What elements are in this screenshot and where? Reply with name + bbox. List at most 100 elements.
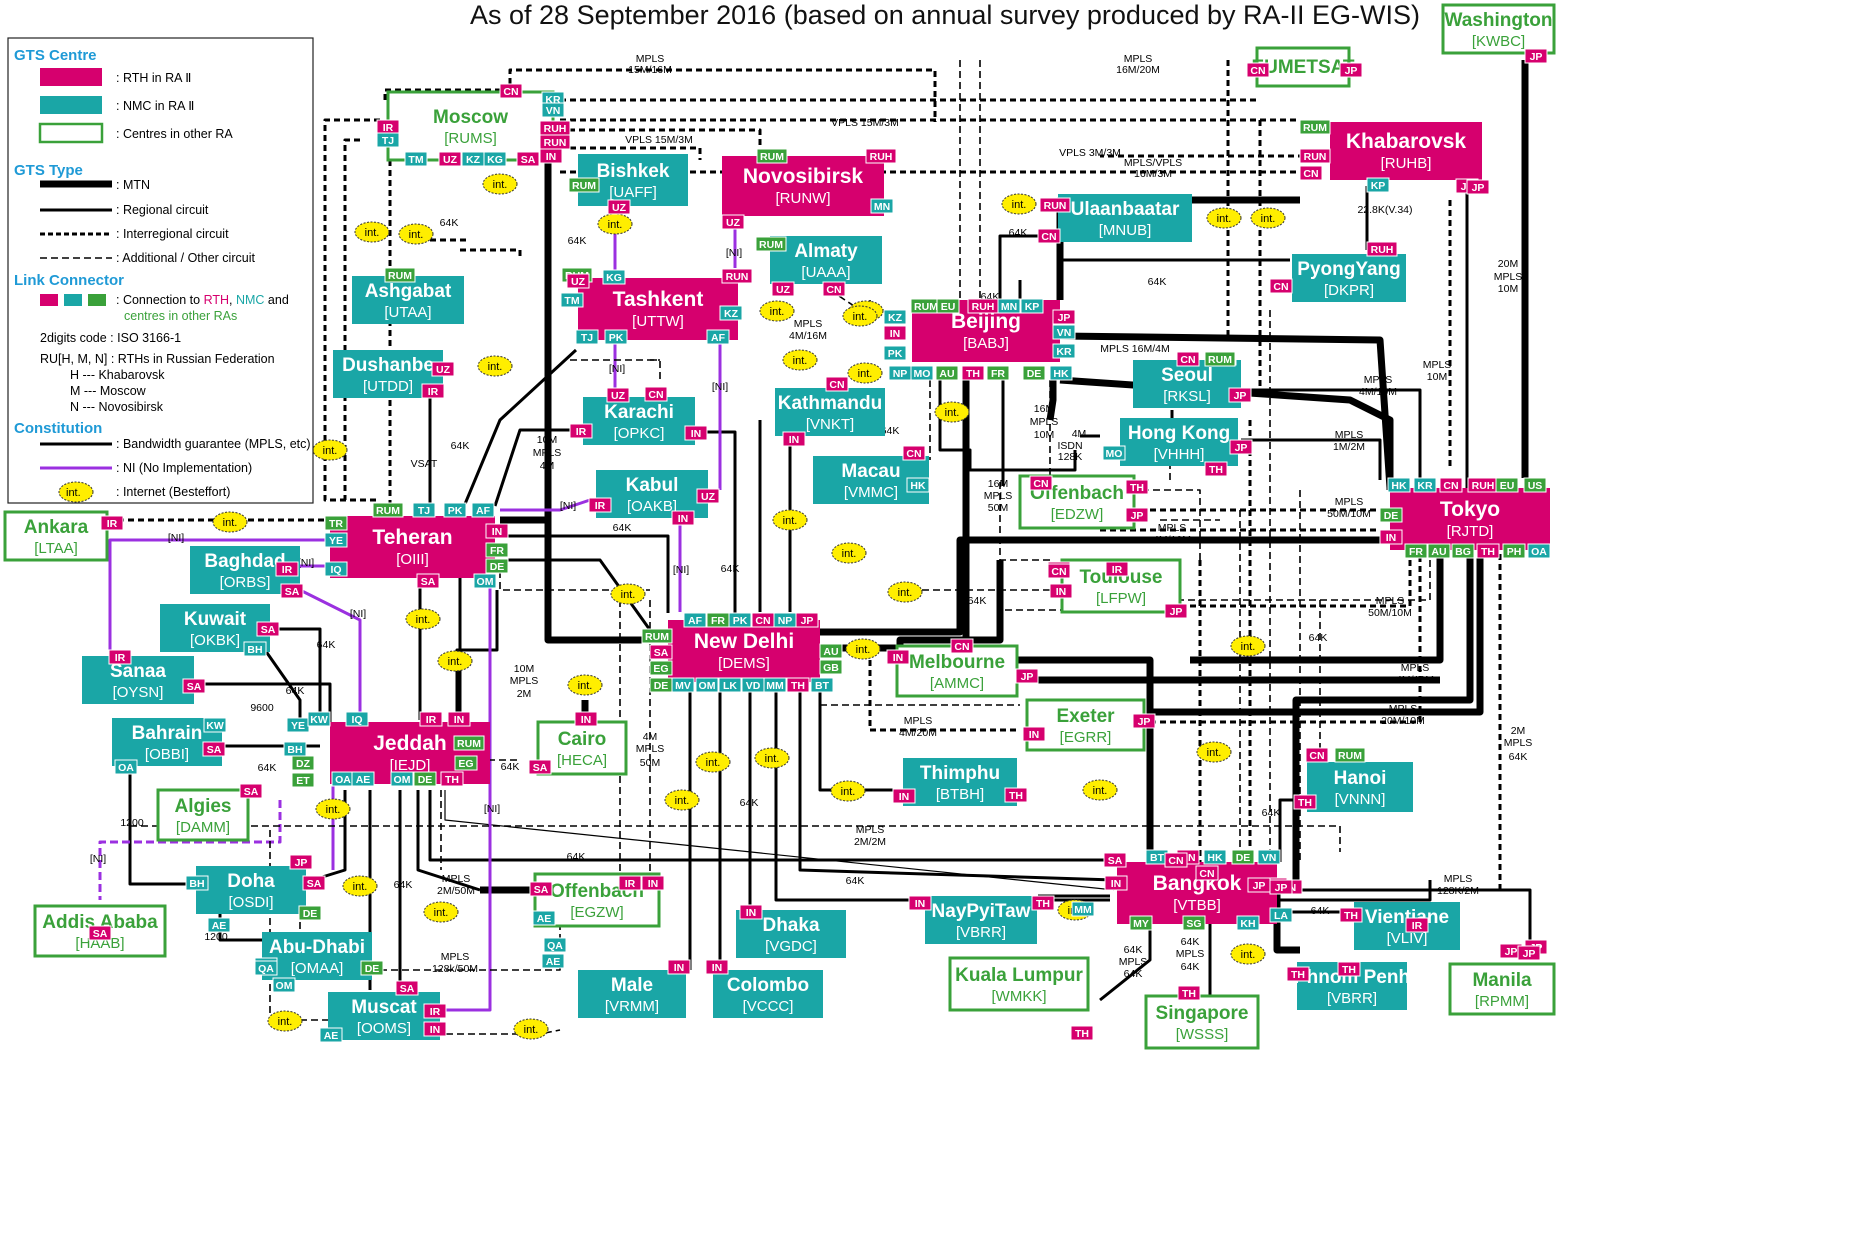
- centre-box: [1441, 3, 1556, 55]
- link-connector: TH: [1286, 966, 1310, 982]
- connector-code: UZ: [611, 390, 626, 402]
- cloud-shape: [315, 798, 351, 820]
- connector-box: [604, 329, 628, 345]
- link-connector: IR: [588, 497, 612, 513]
- cloud-label: int.: [409, 229, 424, 241]
- circuit-line: [416, 790, 481, 892]
- link-connector: IN: [539, 148, 563, 164]
- circuit-line: [560, 146, 702, 160]
- connector-box: [541, 953, 565, 969]
- centre-newdelhi: New Delhi[DEMS]: [668, 620, 820, 682]
- link-connector: SA: [88, 925, 112, 941]
- connector-box: [203, 717, 227, 733]
- link-connector: RUM: [453, 735, 485, 751]
- centre-name: Ashgabat: [365, 281, 452, 302]
- centre-kathmandu: Kathmandu[VNKT]: [775, 388, 885, 436]
- link-connector: IN: [641, 875, 665, 891]
- centre-code: [VCCC]: [743, 998, 794, 1015]
- connector-box: [892, 788, 916, 804]
- circuit-line: [1180, 556, 1412, 608]
- connector-box: [324, 532, 348, 548]
- connector-code: IR: [576, 426, 587, 438]
- link-connector: AU: [935, 365, 959, 381]
- link-connector: CN: [1037, 228, 1061, 244]
- connector-code: IR: [1412, 920, 1423, 932]
- circuit-line: [1292, 552, 1474, 880]
- connector-code: SG: [1186, 918, 1201, 930]
- legend-other-swatch: [38, 122, 104, 144]
- connector-code: IN: [581, 714, 592, 726]
- connector-box: [319, 1027, 343, 1043]
- centre-almaty: Almaty[UAAA]: [770, 236, 882, 284]
- link-connector: SG: [1182, 915, 1206, 931]
- connector-code: YE: [291, 720, 305, 732]
- link-label: 64K: [1009, 227, 1028, 239]
- connector-code: DE: [365, 963, 380, 975]
- link-connector: RUM: [910, 298, 942, 314]
- centre-code: [HAAB]: [75, 935, 124, 952]
- link-label: VPLS 15M/3M: [831, 117, 899, 129]
- centre-name: Doha: [227, 871, 275, 892]
- connector-code: CN: [1168, 855, 1183, 867]
- connector-code: IR: [595, 500, 606, 512]
- centre-name: Muscat: [351, 997, 417, 1018]
- internet-cloud-icon: int.: [887, 581, 923, 603]
- connector-code: PH: [1507, 546, 1522, 558]
- link-connector: AE: [351, 771, 375, 787]
- connector-code: DE: [303, 908, 318, 920]
- connector-box: [870, 198, 894, 214]
- link-connector: RUH: [865, 148, 897, 164]
- centre-singapore: Singapore[WSSS]: [1144, 994, 1260, 1050]
- link-connector: CN: [1269, 278, 1293, 294]
- connector-box: [865, 148, 897, 164]
- connector-box: [372, 502, 404, 518]
- cloud-label: int.: [1241, 949, 1256, 961]
- cloud-shape: [405, 608, 441, 630]
- connector-box: [683, 612, 707, 628]
- connector-code: SA: [400, 983, 415, 995]
- link-label: MPLS: [1158, 522, 1187, 534]
- link-label: MPLS 16M/4M: [1100, 343, 1169, 355]
- connector-code: IR: [430, 1006, 441, 1018]
- internet-cloud-icon: int.: [405, 608, 441, 630]
- centre-code: [BTBH]: [936, 786, 984, 803]
- link-label: 10M: [1498, 283, 1518, 295]
- connector-box: [671, 677, 695, 693]
- link-label: 15M/16M: [628, 64, 672, 76]
- centre-ankara: Ankara[LTAA]: [3, 510, 109, 562]
- connector-code: RUM: [760, 151, 784, 163]
- cloud-shape: [1196, 741, 1232, 763]
- connector-code: AE: [537, 913, 552, 925]
- link-connector: RUN: [1039, 197, 1071, 213]
- connector-code: IN: [546, 151, 557, 163]
- link-label: 64K: [1181, 936, 1200, 948]
- connector-code: MM: [766, 680, 784, 692]
- link-label: 16M/3M: [1134, 168, 1172, 180]
- circuit-line: [818, 688, 900, 792]
- link-connector: TJ: [412, 502, 436, 518]
- connector-box: [1439, 477, 1463, 493]
- legend-internet-cloud-icon: [58, 481, 94, 503]
- cloud-shape: [482, 173, 518, 195]
- connector-box: [1517, 945, 1541, 961]
- centre-name: Bahrain: [132, 723, 203, 744]
- link-label: MPLS: [1030, 416, 1059, 428]
- connector-box: [114, 759, 138, 775]
- centre-code: [DKPR]: [1324, 282, 1374, 299]
- connector-box: [1004, 787, 1028, 803]
- connector-box: [1204, 351, 1236, 367]
- connector-code: SA: [654, 647, 669, 659]
- centre-name: Teheran: [372, 526, 452, 549]
- connector-code: IR: [625, 878, 636, 890]
- centre-box: [1058, 194, 1192, 242]
- connector-code: JP: [295, 857, 308, 869]
- connector-code: JP: [1170, 606, 1183, 618]
- link-connector: OM: [695, 677, 719, 693]
- connector-box: [1293, 794, 1317, 810]
- link-label: 128k/50M: [432, 963, 478, 975]
- cloud-label: int.: [841, 786, 856, 798]
- centre-code: [VNNN]: [1335, 791, 1386, 808]
- connector-box: [1104, 875, 1128, 891]
- centre-code: [VRMM]: [605, 998, 659, 1015]
- connector-code: UZ: [436, 364, 451, 376]
